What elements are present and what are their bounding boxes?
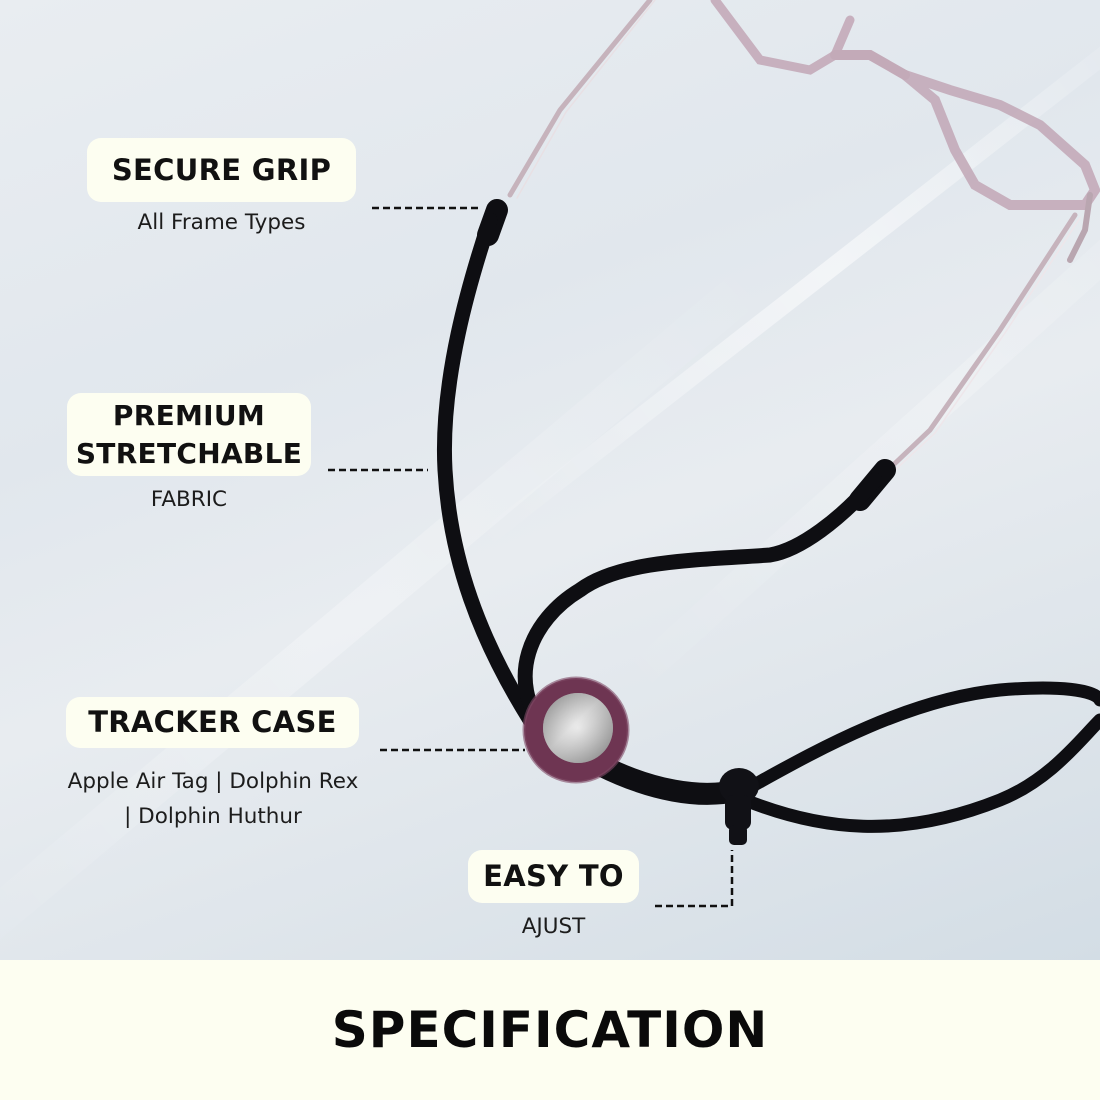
callout-easy-to-adjust-subtitle: AJUST <box>521 914 586 939</box>
callout-secure-grip-subtitle: All Frame Types <box>137 210 306 235</box>
leader-line-easy-to-adjust <box>655 850 734 908</box>
page-title: SPECIFICATION <box>331 1001 769 1059</box>
callout-tracker-case-subtitle: Apple Air Tag | Dolphin Rex | Dolphin Hu… <box>30 764 396 834</box>
callout-tracker-case-title: TRACKER CASE <box>66 697 359 748</box>
callout-premium-stretchable-subtitle: FABRIC <box>150 487 228 512</box>
callout-secure-grip-title: SECURE GRIP <box>87 138 356 202</box>
callout-premium-line2: STRETCHABLE <box>75 437 303 470</box>
footer-band: SPECIFICATION <box>0 960 1100 1100</box>
callout-easy-to-adjust-title: EASY TO <box>468 850 639 903</box>
product-photo: SECURE GRIP All Frame Types PREMIUM STRE… <box>0 0 1100 960</box>
callout-premium-line1: PREMIUM <box>112 399 266 432</box>
tracker-case-icon <box>522 676 630 784</box>
callout-premium-stretchable-title: PREMIUM STRETCHABLE <box>67 393 311 476</box>
eyeglasses-icon <box>507 0 1100 473</box>
eyeglasses-strap-illustration <box>328 0 1100 908</box>
leader-lines <box>328 206 734 908</box>
cord-lock-bead-icon <box>719 768 759 845</box>
callout-tracker-line1: Apple Air Tag | Dolphin Rex <box>67 769 359 794</box>
callout-tracker-line2: | Dolphin Huthur <box>124 804 302 829</box>
